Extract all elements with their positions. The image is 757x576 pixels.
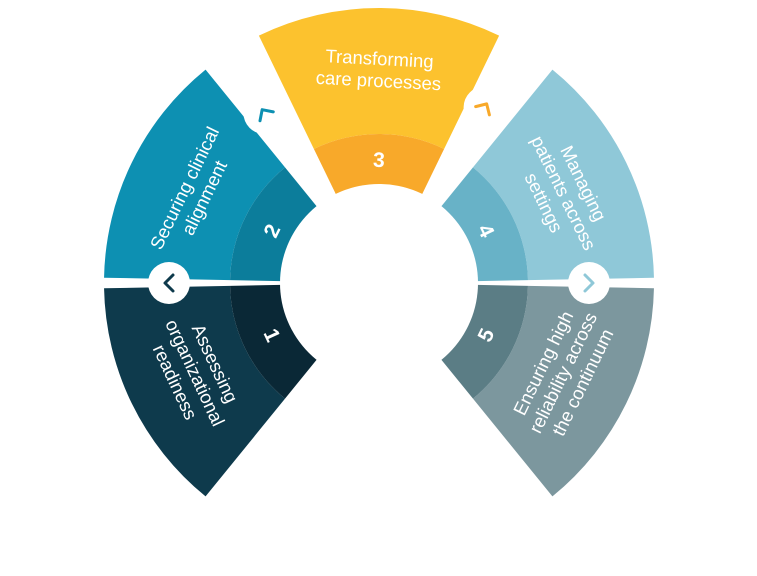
segment-1-outer-band xyxy=(104,285,286,497)
connector-chevron xyxy=(583,273,595,293)
connector-chevron xyxy=(163,273,175,293)
chevron-up-icon xyxy=(148,262,190,304)
chevron-down-icon xyxy=(568,262,610,304)
chevron-down-right-icon xyxy=(463,86,506,129)
connectors xyxy=(148,86,610,304)
segment-5-outer-band xyxy=(472,285,654,497)
segment-4-outer-band xyxy=(472,69,654,281)
center-hole xyxy=(280,184,478,382)
segment-3-outer-band xyxy=(258,8,500,149)
connector-circle xyxy=(148,262,190,304)
segment-2-outer-band xyxy=(104,69,286,281)
connector-circle xyxy=(568,262,610,304)
chevron-up-right-icon xyxy=(243,92,286,134)
segment-3-number: 3 xyxy=(373,149,386,173)
connector-circle xyxy=(463,86,506,129)
connector-circle xyxy=(243,92,286,134)
segment-3-label: Transformingcare processes xyxy=(315,45,443,95)
connector-chevron xyxy=(258,108,275,123)
connector-chevron xyxy=(474,102,491,117)
